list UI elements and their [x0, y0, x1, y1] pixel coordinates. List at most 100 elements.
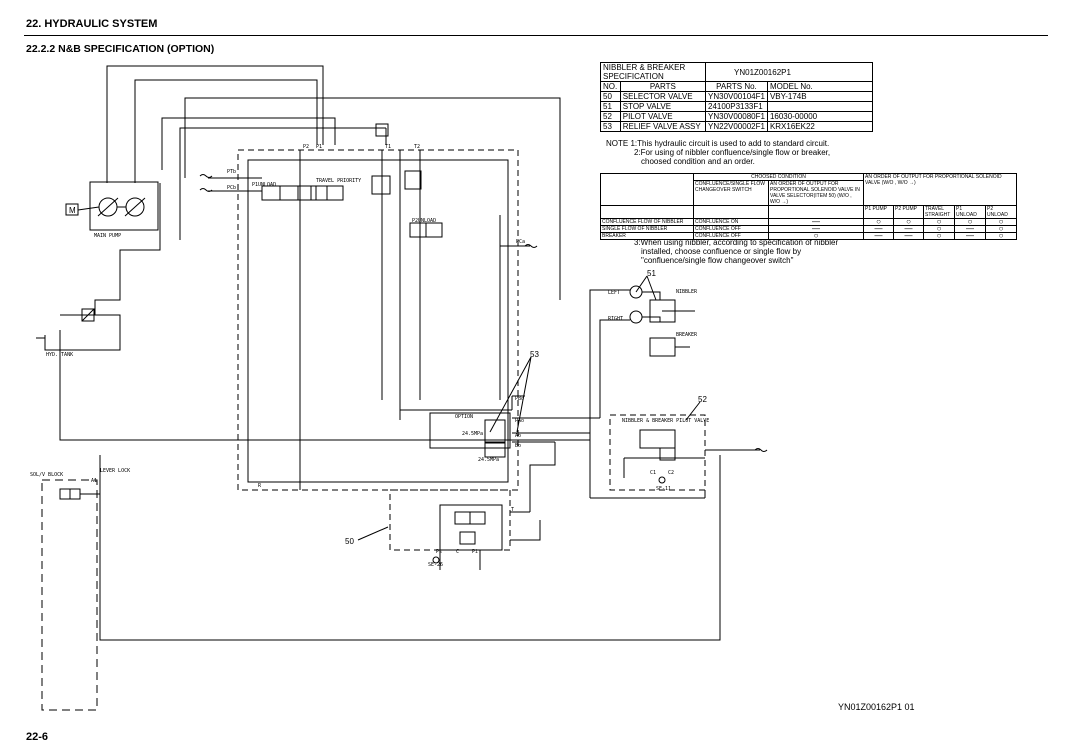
note-2b: choosed condition and an order. [641, 157, 755, 166]
order-blank [600, 173, 694, 206]
cell-mark: ○ [923, 232, 955, 240]
p1-port-label: P1 [316, 144, 322, 150]
table-row: 53 RELIEF VALVE ASSY YN22V00002F1 KRX16E… [600, 121, 873, 132]
note-1: NOTE 1:This hydraulic circuit is used to… [606, 139, 830, 148]
cell-parts-no: YN30V00080F1 [705, 111, 768, 122]
cell-mark: — [954, 232, 986, 240]
cell-mark: ○ [985, 232, 1017, 240]
p2-port-label: P2 [303, 144, 309, 150]
cell-model: VBY-174B [766, 91, 873, 102]
cell-mark: — [893, 232, 924, 240]
selector-header: AN ORDER OF OUTPUT FOR PROPORTIONAL SOLE… [768, 180, 864, 206]
cell-part: RELIEF VALVE ASSY [619, 121, 707, 132]
header-rule [24, 35, 1048, 36]
output-order-table: CHOOSED CONDITION AN ORDER OF OUTPUT FOR… [600, 173, 1017, 240]
pcb-label: PCb [227, 185, 236, 191]
note-2a: 2:For using of nibbler confluence/single… [634, 148, 831, 157]
cell-parts-no: YN22V00002F1 [705, 121, 768, 132]
row-switch: CONFLUENCE OFF [693, 225, 769, 233]
option-label: OPTION [455, 414, 473, 420]
row-label: SINGLE FLOW OF NIBBLER [600, 225, 694, 233]
ao-label: Ao [515, 433, 521, 439]
line-p1 [106, 65, 324, 183]
col-parts-header: PARTS [619, 81, 707, 92]
table-row: SINGLE FLOW OF NIBBLER CONFLUENCE OFF — … [600, 225, 1017, 233]
cell-part: SELECTOR VALVE [619, 91, 707, 102]
item-52-callout: 52 [698, 395, 707, 404]
t-label: T [511, 507, 514, 513]
pressure-1-label: 24.5MPa [462, 431, 483, 437]
hyd-tank [44, 314, 121, 351]
ptb-label: PTb [227, 169, 236, 175]
cell-parts-no: 24100P3133F1 [705, 101, 768, 112]
cell-model: KRX16EK22 [766, 121, 873, 132]
nibbler-label: NIBBLER [676, 289, 698, 295]
col-parts-no-header: PARTS No. [705, 81, 768, 92]
page-number: 22-6 [26, 731, 49, 743]
line-drain-top [184, 97, 561, 300]
cell-part: PILOT VALVE [619, 111, 707, 122]
breaker-cylinder [649, 337, 676, 357]
cell-no: 52 [600, 111, 621, 122]
c-label: C [456, 549, 459, 555]
bo-label: Bo [515, 443, 521, 449]
table-row: BREAKER CONFLUENCE OFF ○ — — ○ — ○ [600, 232, 1017, 240]
ps-label: Ps [436, 549, 442, 555]
pao-label: PAo [515, 418, 524, 424]
lever-lock-label: LEVER LOCK [100, 468, 130, 474]
pca-label: PCa [516, 239, 525, 245]
selector-valve-boundary [389, 489, 511, 551]
option-block [429, 412, 511, 449]
table-row: 50 SELECTOR VALVE YN30V00104F1 VBY-174B [600, 91, 873, 102]
left-label: LEFT [608, 290, 620, 296]
cell-parts-no: YN30V00104F1 [705, 91, 768, 102]
spec-label: NIBBLER & BREAKER SPECIFICATION [600, 62, 706, 82]
t2-port-label: T2 [414, 144, 420, 150]
chosen-condition-header: CHOOSED CONDITION [693, 173, 864, 181]
parts-table: NIBBLER & BREAKER SPECIFICATION YN01Z001… [600, 62, 873, 132]
r-label: R [258, 483, 262, 489]
line-p2 [134, 79, 318, 183]
pi-label: Pi [472, 549, 478, 555]
breaker-label: BREAKER [676, 332, 698, 338]
travel-priority-label: TRAVEL PRIORITY [316, 178, 361, 184]
switch-header: CONFLUENCE/SINGLE FLOW CHANGEOVER SWITCH [693, 180, 769, 206]
cell-no: 53 [600, 121, 621, 132]
right-label: RIGHT [608, 316, 623, 322]
c2-label: C2 [668, 470, 674, 476]
cell-model: 16030-00000 [766, 111, 873, 122]
t1-port-label: T1 [385, 144, 391, 150]
section-title: 22.2.2 N&B SPECIFICATION (OPTION) [26, 43, 215, 55]
item-50-callout: 50 [345, 537, 354, 546]
cell-no: 51 [600, 101, 621, 112]
sol-block-label: SOL/V BLOCK [30, 472, 63, 478]
c1-label: C1 [650, 470, 656, 476]
note-3a: 3:When using nibbler, according to speci… [634, 238, 839, 247]
col-no-header: NO. [600, 81, 621, 92]
cell-model [766, 101, 873, 112]
cell-mark: — [863, 232, 894, 240]
pressure-2-label: 24.5MPa [478, 457, 499, 463]
item-53-callout: 53 [530, 350, 539, 359]
motor-label: M [69, 206, 76, 215]
stop-valve-right [629, 310, 643, 324]
table-row: 52 PILOT VALVE YN30V00080F1 16030-00000 [600, 111, 873, 122]
item-51-callout: 51 [647, 269, 656, 278]
se11-label: SE-11 [656, 486, 671, 492]
col-model-header: MODEL No. [766, 81, 873, 92]
note-3b: installed, choose confluence or single f… [641, 247, 802, 256]
spec-code: YN01Z00162P1 [705, 62, 873, 82]
control-valve-boundary [237, 149, 519, 491]
p2-unload-label: P2UNLOAD [412, 218, 436, 224]
order-output-header: AN ORDER OF OUTPUT FOR PROPORTIONAL SOLE… [863, 173, 1017, 206]
hyd-tank-label: HYD. TANK [46, 352, 73, 358]
row-switch: CONFLUENCE ON [693, 218, 769, 226]
p1-unload-label: P1UNLOAD [252, 182, 276, 188]
pbo-label: PBo [515, 396, 524, 402]
row-label: CONFLUENCE FLOW OF NIBBLER [600, 218, 694, 226]
cell-no: 50 [600, 91, 621, 102]
sol-block-boundary [41, 479, 98, 711]
document-code: YN01Z00162P1 01 [838, 702, 915, 712]
main-pump-label: MAIN PUMP [94, 233, 121, 239]
